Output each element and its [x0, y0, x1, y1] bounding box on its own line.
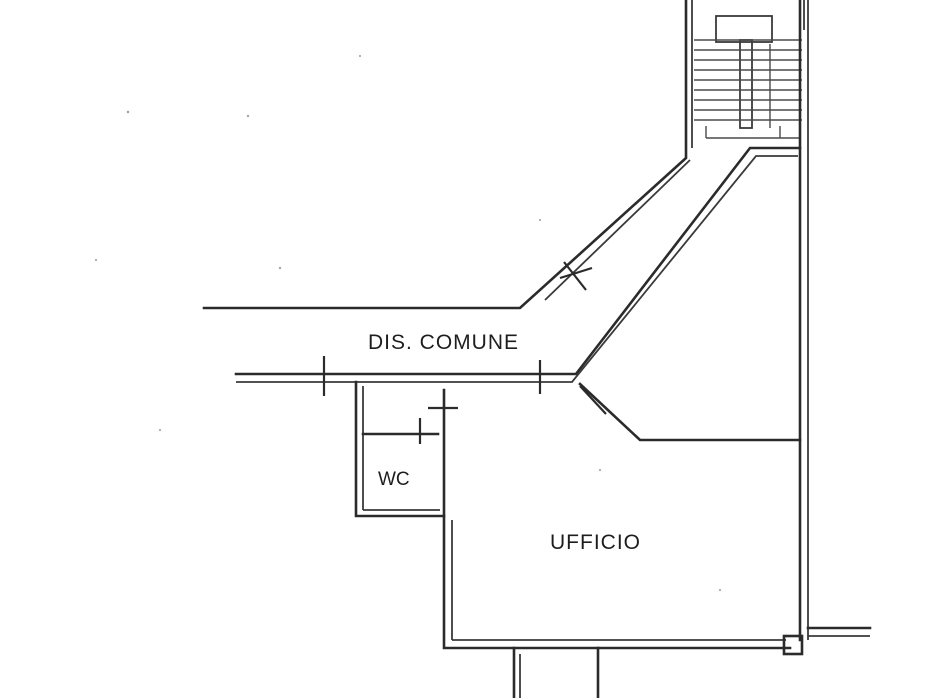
door-markers — [322, 261, 607, 444]
wc-label: WC — [378, 469, 410, 490]
walls — [202, 0, 872, 698]
corridor-label: DIS. COMUNE — [368, 331, 519, 354]
office-label: UFFICIO — [550, 531, 641, 554]
scan-noise — [95, 55, 721, 591]
staircase — [694, 15, 802, 139]
